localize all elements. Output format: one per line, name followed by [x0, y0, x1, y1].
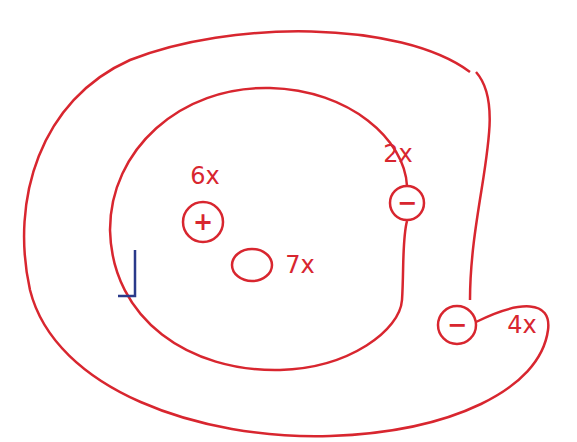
charge-sign: +	[193, 210, 213, 234]
charge-particle: 4x −	[430, 300, 555, 350]
bracket	[118, 250, 135, 296]
charge-particle: 2x −	[370, 140, 430, 225]
count-label: 7x	[285, 253, 314, 277]
inner-shell	[110, 88, 407, 370]
outer-shell	[24, 31, 548, 436]
charge-sign: −	[447, 313, 467, 337]
charge-sign: −	[397, 191, 417, 215]
charge-particle: 7x	[230, 245, 325, 285]
count-label: 2x	[383, 142, 412, 166]
outer-shell-join	[470, 72, 490, 300]
count-label: 4x	[507, 313, 536, 337]
count-label: 6x	[190, 164, 219, 188]
charge-particle: 6x +	[175, 160, 235, 245]
